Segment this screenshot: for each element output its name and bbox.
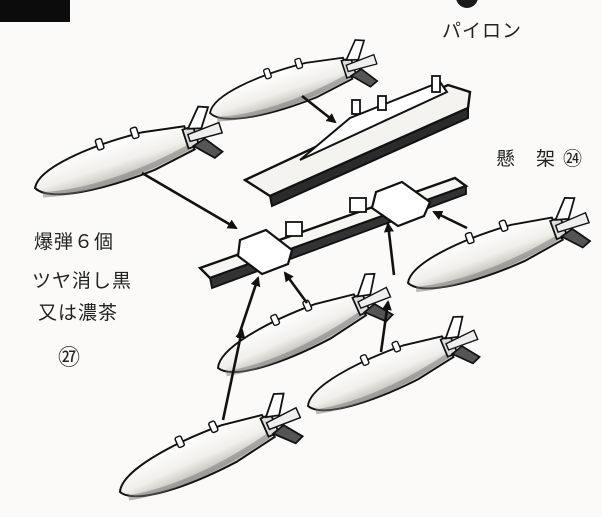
arrow-lower-right-up (379, 300, 392, 353)
label-bombs: 爆弾６個 (34, 231, 115, 253)
arrow-lower-left-up (221, 328, 246, 421)
arrow-right-bomb-to-rack (432, 210, 468, 230)
rack-part (197, 176, 469, 290)
arrow-right-mount-up (383, 222, 396, 276)
arrow-bomb-to-pylon (301, 94, 337, 124)
bomb-upper-left-1 (27, 102, 229, 214)
bomb-lower-left (109, 388, 309, 517)
scan-corner-mark (0, 0, 70, 22)
arrow-center-mount (283, 271, 309, 304)
label-finish-line2: 又は濃茶 (38, 302, 119, 324)
arrow-center-mount-left (236, 276, 261, 339)
label-part-number: ㉗ (58, 346, 82, 371)
label-rack: 懸 架 ㉔ (496, 148, 584, 170)
arrow-bomb-to-rack (141, 171, 238, 230)
pylon-part (242, 75, 472, 208)
assembly-arrows (141, 94, 468, 421)
label-pylon: パイロン (442, 20, 523, 42)
part-number-badge-top (456, 0, 478, 8)
bomb-right (399, 193, 596, 308)
label-finish-line1: ツヤ消し黒 (32, 270, 133, 292)
